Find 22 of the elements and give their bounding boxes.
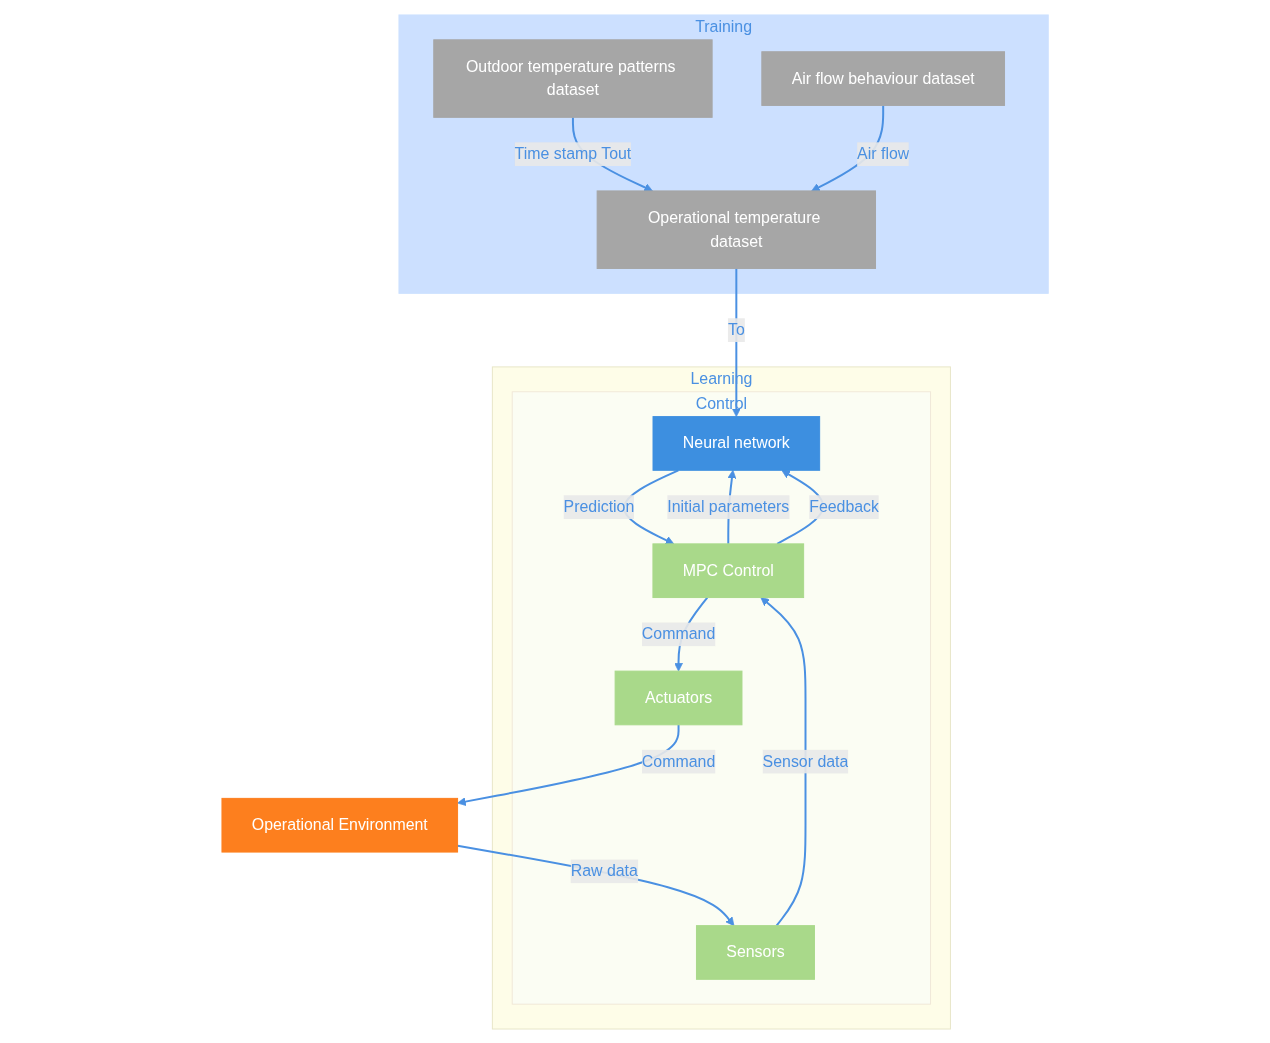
node-box: Sensors [695,924,815,980]
node-box: Air flow behaviour dataset [761,50,1005,106]
edge-label: Prediction [563,497,635,515]
node-box: Operational Environment [221,797,458,853]
node-box: MPC Control [652,542,804,598]
edge-label: Raw data [570,861,638,879]
node-box: Operational temperature dataset [596,189,876,269]
arrow [760,596,807,927]
edge-label: Initial parameters [667,497,790,515]
edge-label: Command [641,624,716,642]
node-box: Actuators [614,670,743,725]
edge-label: Feedback [809,497,879,515]
arrow [731,266,741,417]
edge-label: Command [641,752,716,770]
arrow [457,723,680,806]
edge-label: Sensor data [762,752,849,770]
node-box: Outdoor temperature patterns dataset [433,38,713,118]
edge-label: To [727,320,745,338]
arrow [456,844,735,926]
edge-label: Time stamp Tout [514,144,632,162]
node-box: Neural network [652,415,821,471]
edge-label: Air flow [857,144,910,162]
